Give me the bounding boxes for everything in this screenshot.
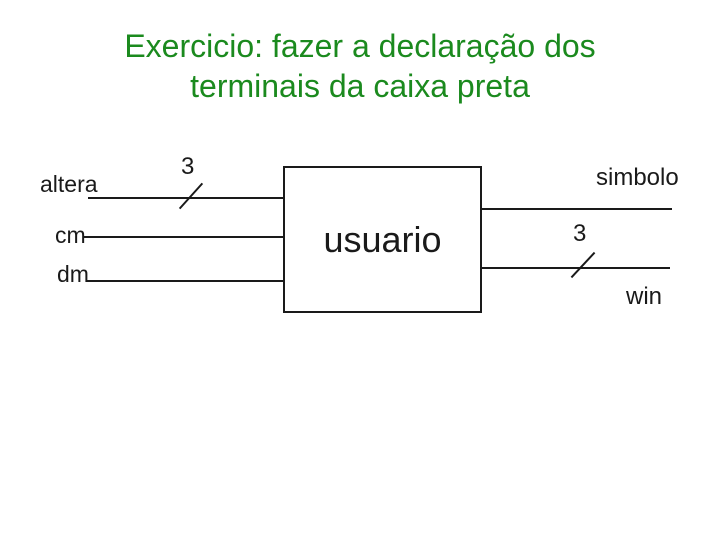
bus-slash-icon-right (570, 251, 596, 279)
bus-width-value-right: 3 (573, 220, 587, 247)
bus-slash-icon-left (178, 182, 204, 210)
usuario-box: usuario (283, 166, 482, 313)
input-wire-altera (88, 197, 283, 199)
input-label-cm: cm (55, 222, 86, 248)
bus-width-value-left: 3 (181, 153, 195, 180)
input-label-altera: altera (40, 171, 98, 197)
input-wire-cm (83, 236, 283, 238)
input-wire-dm (86, 280, 283, 282)
slide-title-line1: Exercicio: fazer a declaração dos (124, 28, 596, 64)
slide-title: Exercicio: fazer a declaração dos termin… (0, 26, 720, 106)
output-label-win: win (626, 283, 663, 310)
usuario-box-label: usuario (323, 218, 442, 260)
input-label-dm: dm (57, 261, 89, 287)
output-wire-simbolo (481, 208, 672, 210)
output-label-simbolo: simbolo (596, 164, 679, 191)
slide-title-line2: terminais da caixa preta (190, 68, 530, 104)
output-wire-win (481, 267, 670, 269)
